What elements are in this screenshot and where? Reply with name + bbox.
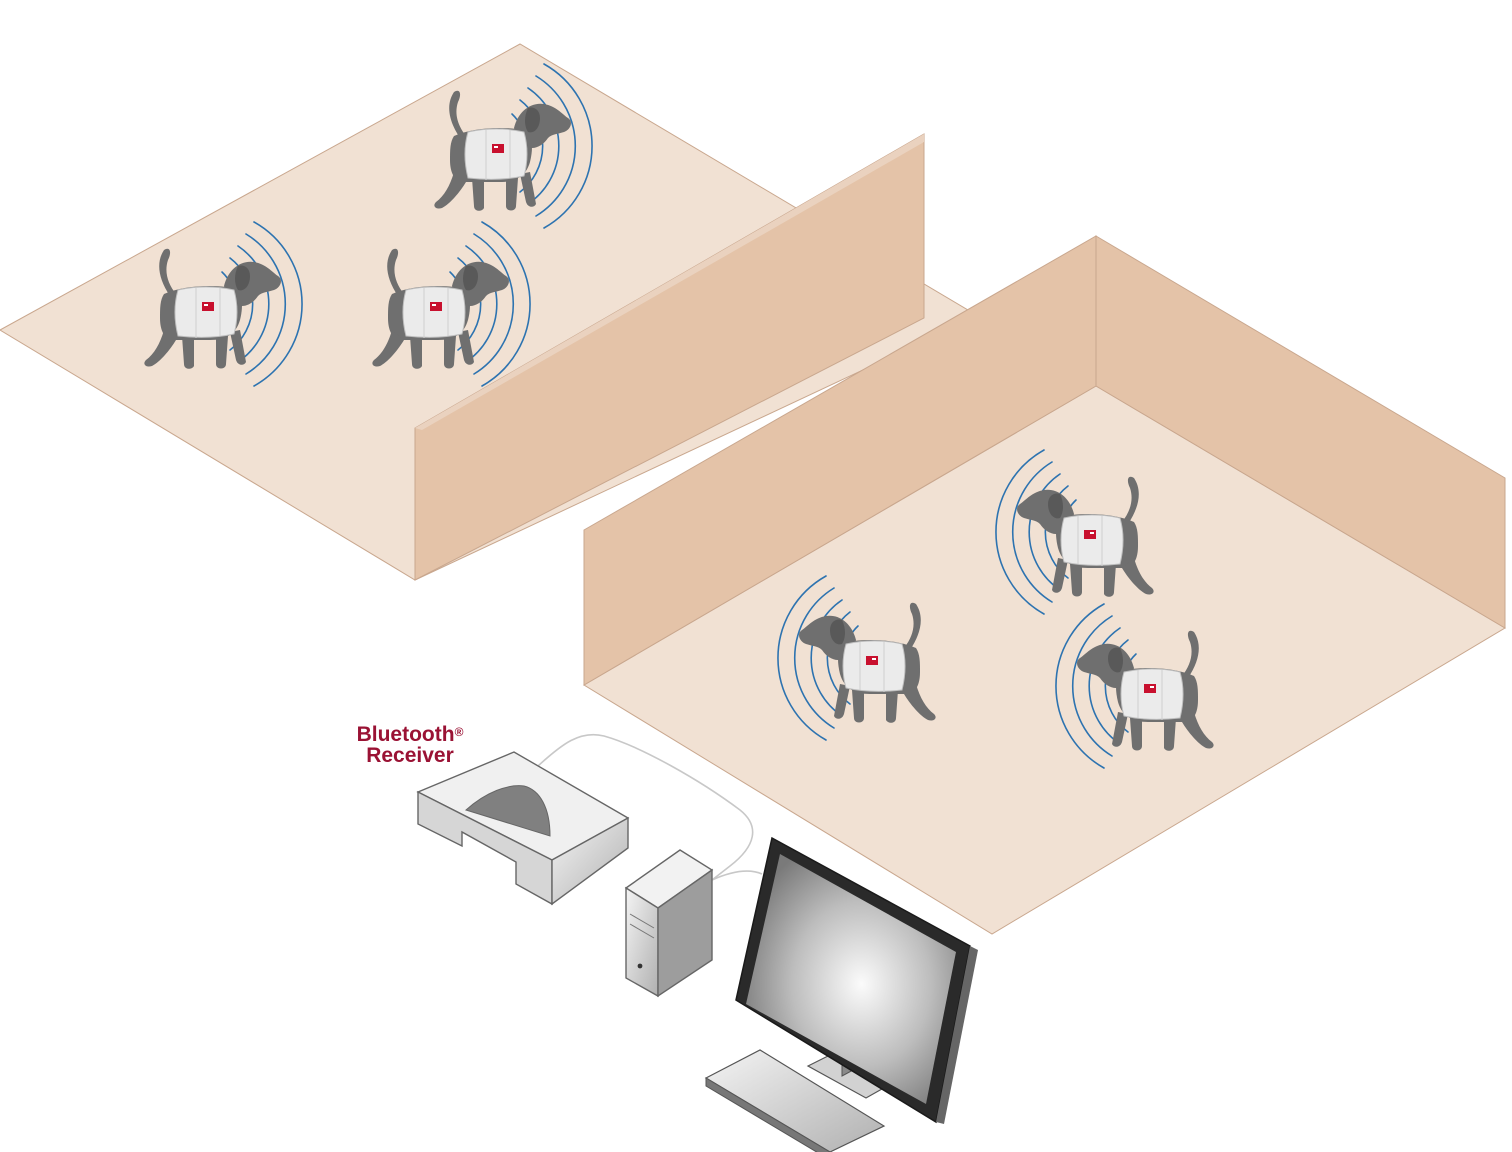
left-room-wall	[414, 133, 925, 581]
keyboard-icon	[704, 1049, 886, 1152]
bluetooth-receiver-icon	[416, 751, 630, 906]
left-room	[0, 43, 980, 581]
right-room-side-wall	[1095, 235, 1506, 629]
monitor-icon	[735, 836, 978, 1124]
receiver-label: Bluetooth® Receiver	[340, 724, 480, 766]
receiver-label-line2: Receiver	[366, 744, 454, 767]
receiver-label-line1: Bluetooth®	[356, 723, 464, 746]
receiver-cable	[537, 733, 754, 881]
left-room-wall-edge	[415, 134, 924, 430]
right-room	[583, 235, 1506, 935]
monitor-cable	[711, 870, 763, 881]
computer-tower-icon	[624, 849, 714, 998]
